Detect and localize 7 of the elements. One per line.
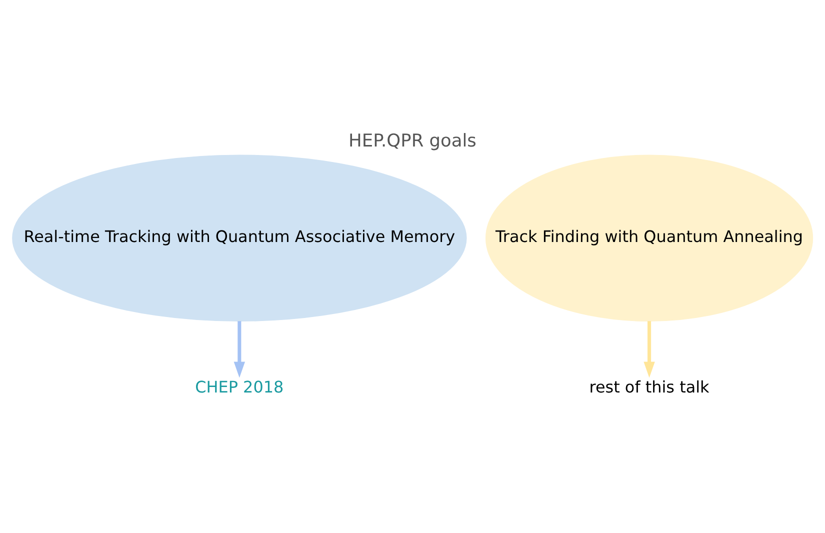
node-text: rest of this talk [589,377,710,396]
node-text: CHEP 2018 [195,377,284,396]
node-ellipse: Track Finding with Quantum Annealing [485,154,814,322]
node-ellipse: Real-time Tracking with Quantum Associative Memory [12,154,467,322]
diagram-title: HEP.QPR goals [348,131,476,152]
arrow [644,321,655,378]
arrow [234,321,246,378]
